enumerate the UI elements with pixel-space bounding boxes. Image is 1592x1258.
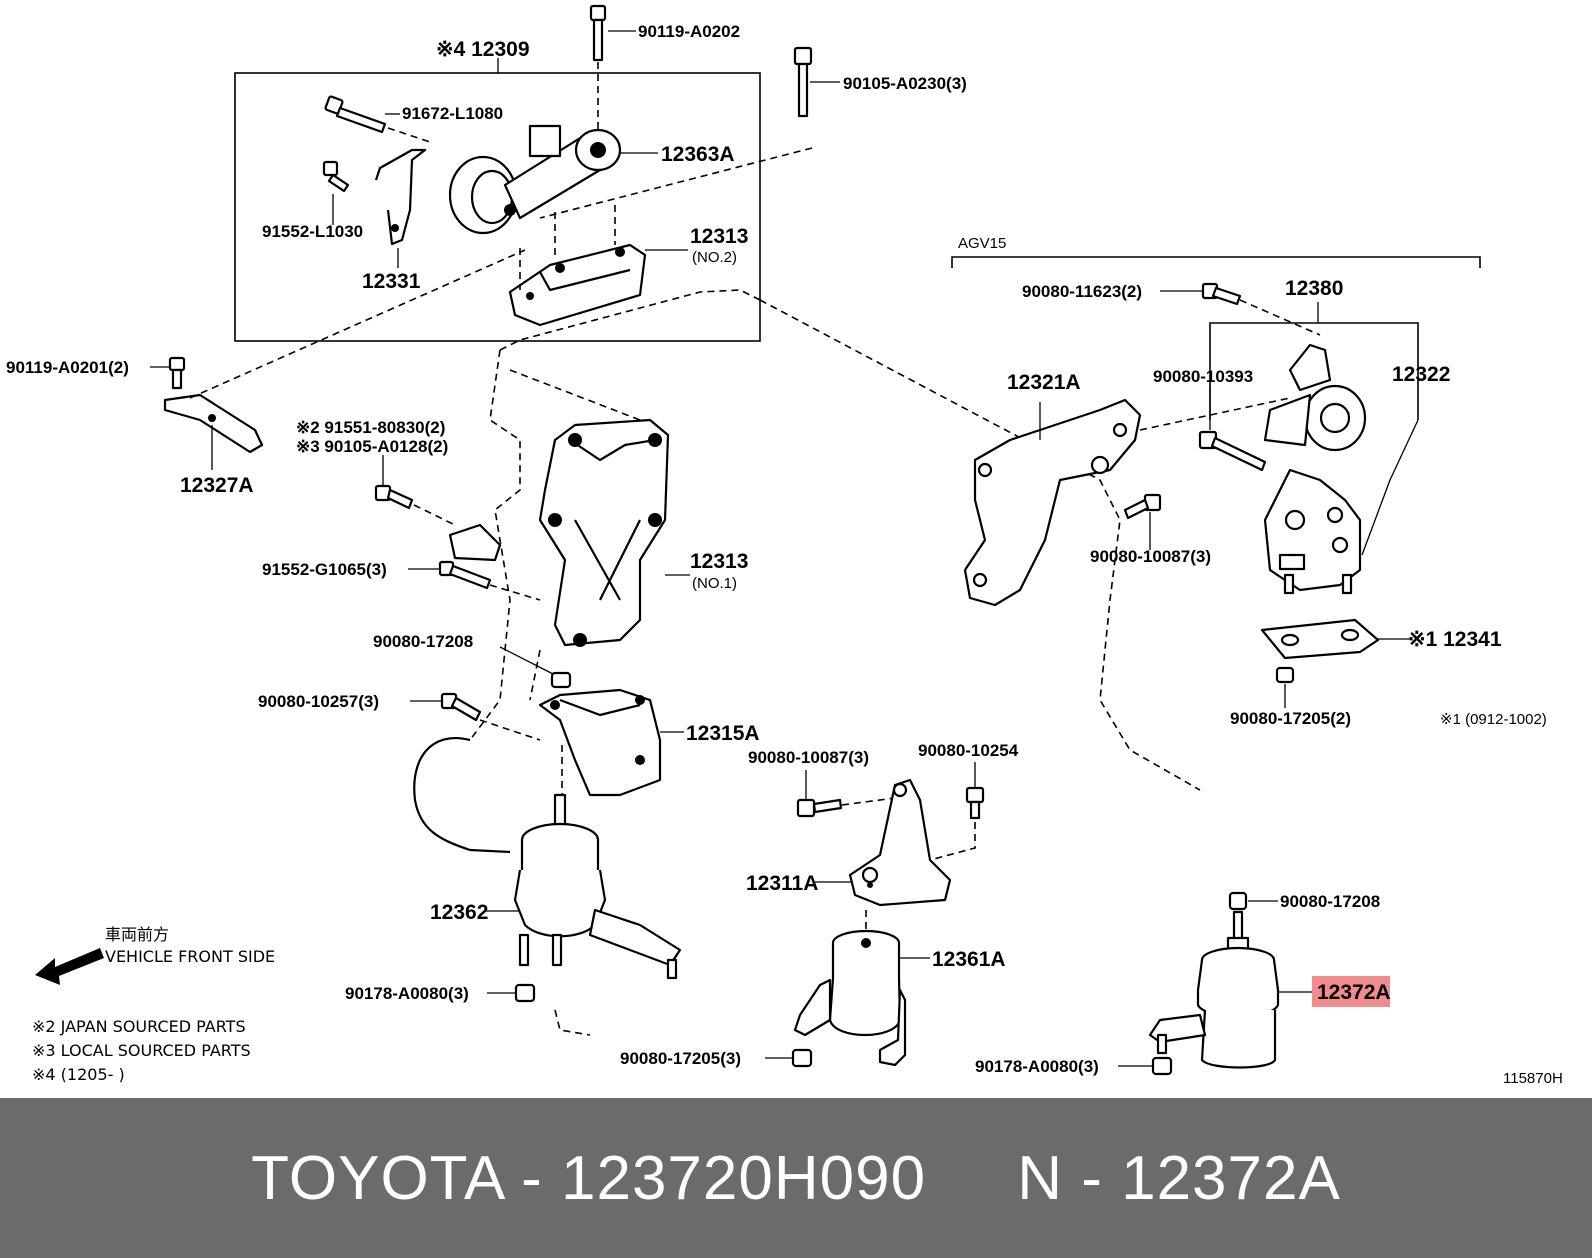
callout-12361a: 12361A xyxy=(932,948,1006,971)
callout-90080-17208-left: 90080-17208 xyxy=(373,632,473,651)
callout-12380: 12380 xyxy=(1285,277,1343,300)
bracket-12327a xyxy=(150,249,526,470)
mount-12362 xyxy=(485,793,682,980)
bracket-12311a xyxy=(815,778,952,935)
callout-90105-a0230: 90105-A0230(3) xyxy=(843,74,967,93)
callout-12322: 12322 xyxy=(1392,363,1450,386)
callout-91552-g1065: 91552-G1065(3) xyxy=(262,560,387,579)
callout-12363a: 12363A xyxy=(661,143,735,166)
bolt-91672-l1080 xyxy=(324,95,431,143)
bolt-91551-80830 xyxy=(374,455,456,526)
legend-front-jp: 車両前方 xyxy=(105,925,169,944)
callout-90080-17205-middle: 90080-17205(3) xyxy=(620,1049,741,1068)
agv15-group: AGV15 90080-11623(2) 12380 12322 xyxy=(951,235,1547,728)
nut-90178-a0080-left xyxy=(487,983,536,1003)
callout-90119-a0202: 90119-A0202 xyxy=(638,22,740,41)
engine-outline xyxy=(413,289,1201,1036)
callout-90080-10257: 90080-10257(3) xyxy=(258,692,379,711)
bolt-90105-a0230 xyxy=(539,46,840,219)
part-number-text: TOYOTA - 123720H090 N - 12372A xyxy=(251,1143,1341,1213)
bolt-90080-10087-middle xyxy=(796,770,896,818)
callout-12372a: 12372A xyxy=(1317,981,1391,1004)
legend-note4: ※4 (1205- ) xyxy=(32,1065,125,1084)
nut-90080-17208-left xyxy=(499,646,572,689)
callout-12341: ※1 12341 xyxy=(1408,628,1502,651)
callout-90119-a0201: 90119-A0201(2) xyxy=(6,358,129,377)
callout-90080-10087-middle: 90080-10087(3) xyxy=(748,748,869,767)
legend-front-en: VEHICLE FRONT SIDE xyxy=(105,947,275,966)
callout-no1: (NO.1) xyxy=(692,575,737,592)
callout-12313-no1: 12313 xyxy=(690,550,748,573)
legend-note3: ※3 LOCAL SOURCED PARTS xyxy=(32,1041,251,1060)
callout-90080-10393: 90080-10393 xyxy=(1153,367,1253,386)
callout-90080-11623: 90080-11623(2) xyxy=(1022,282,1142,301)
callout-12311a: 12311A xyxy=(746,872,818,895)
callout-90178-a0080-right: 90178-A0080(3) xyxy=(975,1057,1099,1076)
callout-91552-l1030: 91552-L1030 xyxy=(262,222,363,241)
bolt-90080-10254 xyxy=(929,762,985,861)
assembly-12309-group: ※4 12309 90119-A0202 90105-A0230(3) 9167… xyxy=(234,4,967,342)
nut-90080-17205-middle xyxy=(765,1048,813,1068)
bolt-90080-10087-right xyxy=(1123,493,1162,550)
callout-12313-no2: 12313 xyxy=(690,225,748,248)
callout-12331: 12331 xyxy=(362,270,421,293)
nut-90080-17208-right xyxy=(1228,891,1278,944)
bracket-12313-no1 xyxy=(448,369,690,647)
callout-90178-a0080-left: 90178-A0080(3) xyxy=(345,984,469,1003)
bracket-12321a xyxy=(963,397,1291,607)
callout-90080-10087-right: 90080-10087(3) xyxy=(1090,547,1211,566)
callout-note1: ※1 (0912-1002) xyxy=(1440,711,1547,728)
callout-90080-17208-right: 90080-17208 xyxy=(1280,892,1380,911)
engine-mount-exploded-diagram: ※4 12309 90119-A0202 90105-A0230(3) 9167… xyxy=(6,4,1563,1087)
callout-90105-a0128: ※3 90105-A0128(2) xyxy=(296,437,448,456)
mount-12361a xyxy=(793,929,930,1067)
plate-12341 xyxy=(1260,618,1410,660)
callout-12327a: 12327A xyxy=(180,474,254,497)
callout-91672-l1080: 91672-L1080 xyxy=(402,104,503,123)
callout-12309: ※4 12309 xyxy=(436,38,530,61)
nut-90178-a0080-right xyxy=(1118,1056,1173,1076)
bracket-12313-no2 xyxy=(508,205,688,327)
bolt-90080-10257 xyxy=(410,692,541,741)
legend-note2: ※2 JAPAN SOURCED PARTS xyxy=(32,1017,246,1036)
callout-90080-17205-right: 90080-17205(2) xyxy=(1230,709,1351,728)
mount-12322 xyxy=(1263,343,1419,595)
bolt-91552-l1030 xyxy=(322,160,350,225)
bolt-90119-a0202 xyxy=(589,4,636,135)
callout-90080-10254: 90080-10254 xyxy=(918,741,1019,760)
bolt-90080-10393 xyxy=(1198,386,1267,472)
vehicle-front-indicator xyxy=(35,948,104,985)
callout-agv15: AGV15 xyxy=(958,235,1006,252)
callout-no2: (NO.2) xyxy=(692,249,737,266)
nut-90080-17205-right xyxy=(1275,666,1295,708)
callout-91551-80830: ※2 91551-80830(2) xyxy=(296,418,445,437)
mount-12372a xyxy=(1148,936,1312,1069)
bracket-12331 xyxy=(374,148,427,268)
torque-rod-12363a xyxy=(448,124,658,235)
diagram-number: 115870H xyxy=(1503,1070,1563,1087)
callout-12372a-highlight xyxy=(1312,976,1390,1007)
callout-12362: 12362 xyxy=(430,901,488,924)
callout-12321a: 12321A xyxy=(1007,371,1081,394)
front-arrow-icon xyxy=(35,948,104,985)
part-number-banner: TOYOTA - 123720H090 N - 12372A xyxy=(0,1098,1592,1258)
callout-12315a: 12315A xyxy=(686,722,760,745)
bolt-91552-g1065 xyxy=(408,560,541,601)
bracket-12315a xyxy=(538,688,684,800)
